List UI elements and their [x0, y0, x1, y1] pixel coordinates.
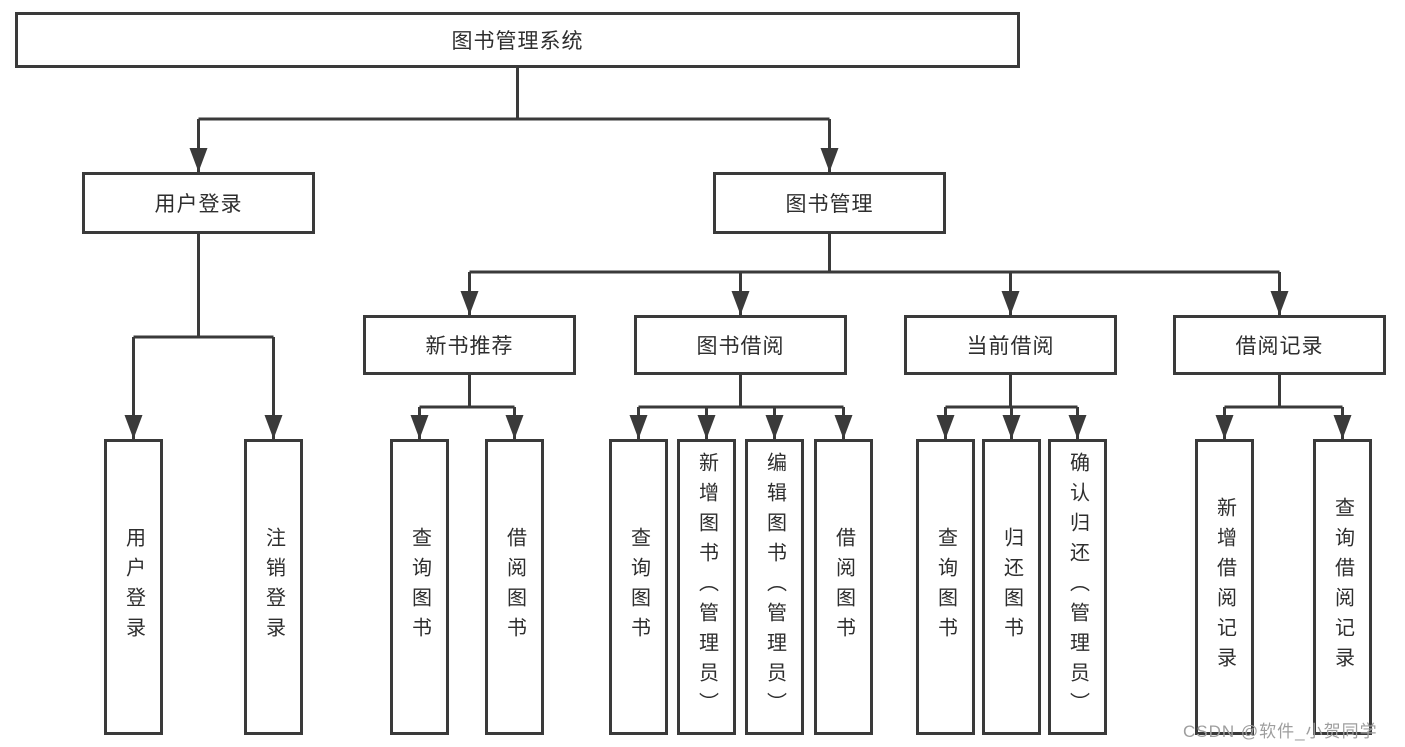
leaf-confirm-return-admin: 确认归还（管理员） [1048, 439, 1107, 735]
node-label: 查询图书 [627, 527, 650, 647]
leaf-query-books-recommend: 查询图书 [390, 439, 449, 735]
node-label: 新书推荐 [425, 335, 514, 358]
node-label: 新增图书（管理员） [695, 452, 718, 722]
leaf-borrow-books-recommend: 借阅图书 [485, 439, 544, 735]
node-label: 新增借阅记录 [1213, 497, 1236, 677]
leaf-logout-login: 注销登录 [244, 439, 303, 735]
node-label: 图书管理系统 [451, 30, 584, 53]
node-book-borrow: 图书借阅 [634, 315, 847, 375]
node-label: 图书借阅 [696, 335, 785, 358]
node-library-management-system: 图书管理系统 [15, 12, 1020, 68]
node-book-management: 图书管理 [713, 172, 946, 234]
leaf-edit-books-admin: 编辑图书（管理员） [745, 439, 804, 735]
node-user-login: 用户登录 [82, 172, 315, 234]
node-new-book-recommend: 新书推荐 [363, 315, 576, 375]
node-label: 用户登录 [154, 193, 243, 216]
node-label: 查询借阅记录 [1331, 497, 1354, 677]
node-label: 查询图书 [408, 527, 431, 647]
node-current-borrow: 当前借阅 [904, 315, 1117, 375]
node-label: 借阅图书 [832, 527, 855, 647]
leaf-query-books-borrow: 查询图书 [609, 439, 668, 735]
node-label: 用户登录 [122, 527, 145, 647]
node-label: 编辑图书（管理员） [763, 452, 786, 722]
leaf-return-books: 归还图书 [982, 439, 1041, 735]
node-label: 归还图书 [1000, 527, 1023, 647]
node-label: 查询图书 [934, 527, 957, 647]
node-label: 借阅图书 [503, 527, 526, 647]
node-label: 当前借阅 [966, 335, 1055, 358]
leaf-borrow-books: 借阅图书 [814, 439, 873, 735]
leaf-query-books-current: 查询图书 [916, 439, 975, 735]
leaf-add-books-admin: 新增图书（管理员） [677, 439, 736, 735]
node-borrow-records: 借阅记录 [1173, 315, 1386, 375]
node-label: 确认归还（管理员） [1066, 452, 1089, 722]
leaf-add-borrow-record: 新增借阅记录 [1195, 439, 1254, 735]
csdn-watermark: CSDN @软件_小贺同学 [1183, 722, 1378, 741]
node-label: 图书管理 [785, 193, 874, 216]
leaf-user-login: 用户登录 [104, 439, 163, 735]
leaf-query-borrow-record: 查询借阅记录 [1313, 439, 1372, 735]
node-label: 注销登录 [262, 527, 285, 647]
node-label: 借阅记录 [1235, 335, 1324, 358]
